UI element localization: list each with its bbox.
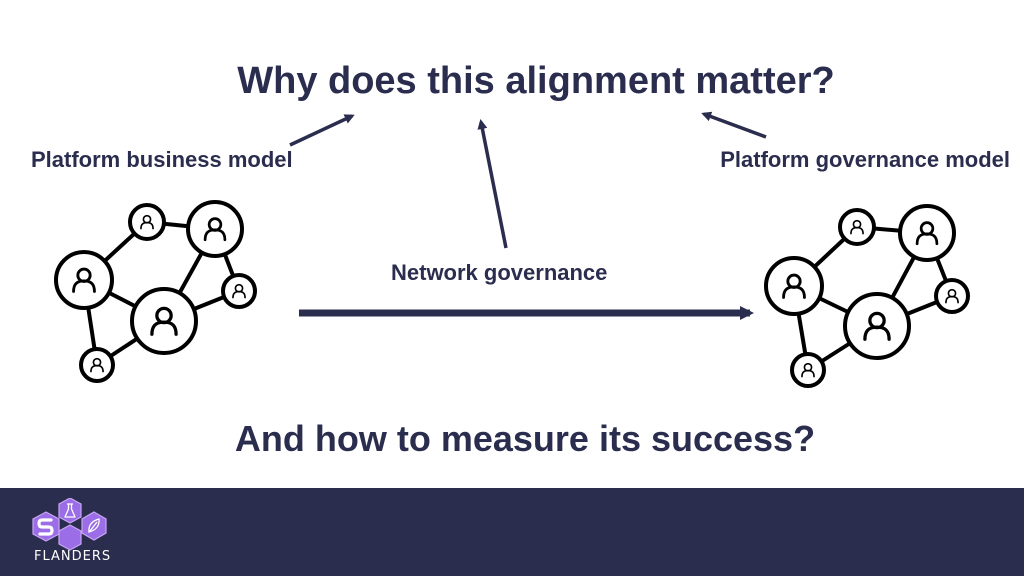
label-platform-governance-model: Platform governance model: [720, 147, 1010, 172]
arrow-left-to-title: [289, 114, 355, 147]
hexagon-logo-icon: [32, 498, 107, 551]
footer-bar: FLANDERS: [0, 488, 1024, 576]
arrow-center-to-title: [477, 119, 508, 249]
slide-title: Why does this alignment matter?: [237, 60, 835, 102]
diagram-canvas: [54, 111, 970, 388]
left-people-network-icon: [54, 200, 257, 383]
label-network-governance: Network governance: [391, 260, 608, 285]
label-platform-business-model: Platform business model: [31, 147, 293, 172]
arrow-right-to-title: [701, 111, 767, 139]
logo-text: FLANDERS: [34, 549, 112, 564]
right-people-network-icon: [764, 204, 970, 388]
slide-subtitle: And how to measure its success?: [234, 418, 816, 459]
